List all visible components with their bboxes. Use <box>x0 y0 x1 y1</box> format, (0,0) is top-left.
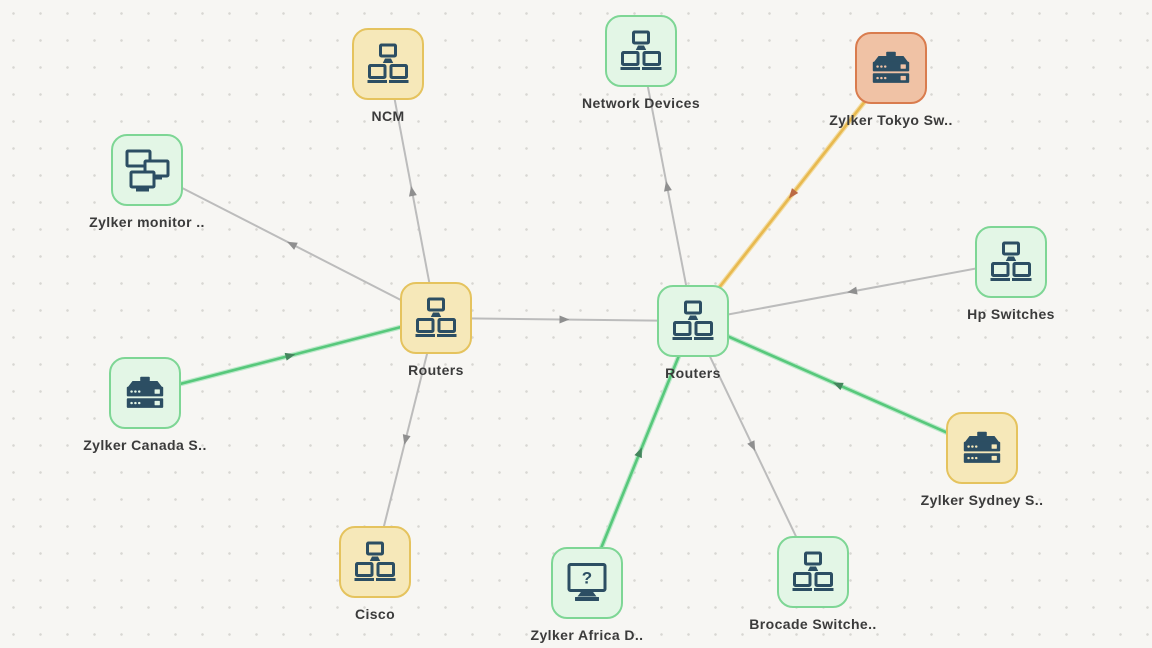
topology-edge-zylker-africa-routers-right[interactable] <box>584 320 696 584</box>
topology-edge-routers-left-ncm[interactable] <box>387 63 437 319</box>
topology-edge-routers-left-routers-right[interactable] <box>435 315 694 324</box>
edge-direction-arrow <box>287 241 298 250</box>
topology-node-zylker-tokyo[interactable] <box>855 32 927 104</box>
node-label-network-devices: Network Devices <box>581 95 701 111</box>
topology-node-brocade[interactable] <box>777 536 849 608</box>
edge-direction-arrow <box>408 186 417 197</box>
network-group-icon <box>619 30 663 72</box>
network-group-icon <box>414 297 458 339</box>
edge-direction-arrow <box>402 434 411 445</box>
node-label-zylker-monitor: Zylker monitor .. <box>89 214 205 230</box>
topology-node-zylker-africa[interactable]: ? <box>551 547 623 619</box>
node-label-routers-left: Routers <box>408 362 464 378</box>
topology-edge-routers-left-zylker-monitor[interactable] <box>146 169 437 319</box>
edge-direction-arrow <box>832 382 844 391</box>
network-group-icon <box>671 300 715 342</box>
edge-direction-arrow <box>559 315 570 324</box>
unknown-device-icon: ? <box>564 562 610 604</box>
node-label-zylker-tokyo: Zylker Tokyo Sw.. <box>829 112 953 128</box>
node-label-brocade: Brocade Switche.. <box>749 616 877 632</box>
switch-icon <box>959 430 1005 466</box>
network-group-icon <box>366 43 410 85</box>
edge-direction-arrow <box>847 286 858 295</box>
topology-edge-zylker-tokyo-routers-right[interactable] <box>691 66 893 323</box>
svg-text:?: ? <box>582 569 592 588</box>
topology-edge-zylker-sydney-routers-right[interactable] <box>691 318 984 451</box>
switch-icon <box>122 375 168 411</box>
edge-direction-arrow <box>284 352 296 361</box>
node-label-zylker-sydney: Zylker Sydney S.. <box>920 492 1044 508</box>
network-group-icon <box>791 551 835 593</box>
topology-node-cisco[interactable] <box>339 526 411 598</box>
node-label-zylker-africa: Zylker Africa D.. <box>530 627 644 643</box>
monitors-group-icon <box>124 148 170 192</box>
topology-edge-routers-left-cisco[interactable] <box>374 317 437 563</box>
topology-edge-routers-right-network-devices[interactable] <box>640 50 694 322</box>
topology-node-routers-left[interactable] <box>400 282 472 354</box>
topology-node-network-devices[interactable] <box>605 15 677 87</box>
edge-direction-arrow <box>747 440 756 452</box>
edge-direction-arrow <box>634 447 642 459</box>
topology-edge-routers-right-brocade[interactable] <box>692 320 814 573</box>
edge-direction-arrow <box>664 181 672 192</box>
topology-node-zylker-sydney[interactable] <box>946 412 1018 484</box>
topology-node-hp-switches[interactable] <box>975 226 1047 298</box>
topology-edge-hp-switches-routers-right[interactable] <box>692 261 1012 322</box>
topology-node-ncm[interactable] <box>352 28 424 100</box>
node-label-routers-right: Routers <box>665 365 721 381</box>
topology-node-zylker-monitor[interactable] <box>111 134 183 206</box>
network-group-icon <box>989 241 1033 283</box>
edge-direction-arrow <box>788 188 799 199</box>
topology-node-zylker-canada[interactable] <box>109 357 181 429</box>
node-label-zylker-canada: Zylker Canada S.. <box>83 437 207 453</box>
topology-node-routers-right[interactable] <box>657 285 729 357</box>
network-group-icon <box>353 541 397 583</box>
node-label-ncm: NCM <box>371 108 405 124</box>
topology-edge-zylker-canada-routers-left[interactable] <box>144 315 437 396</box>
node-label-hp-switches: Hp Switches <box>967 306 1055 322</box>
node-label-cisco: Cisco <box>354 606 396 622</box>
switch-icon <box>868 50 914 86</box>
